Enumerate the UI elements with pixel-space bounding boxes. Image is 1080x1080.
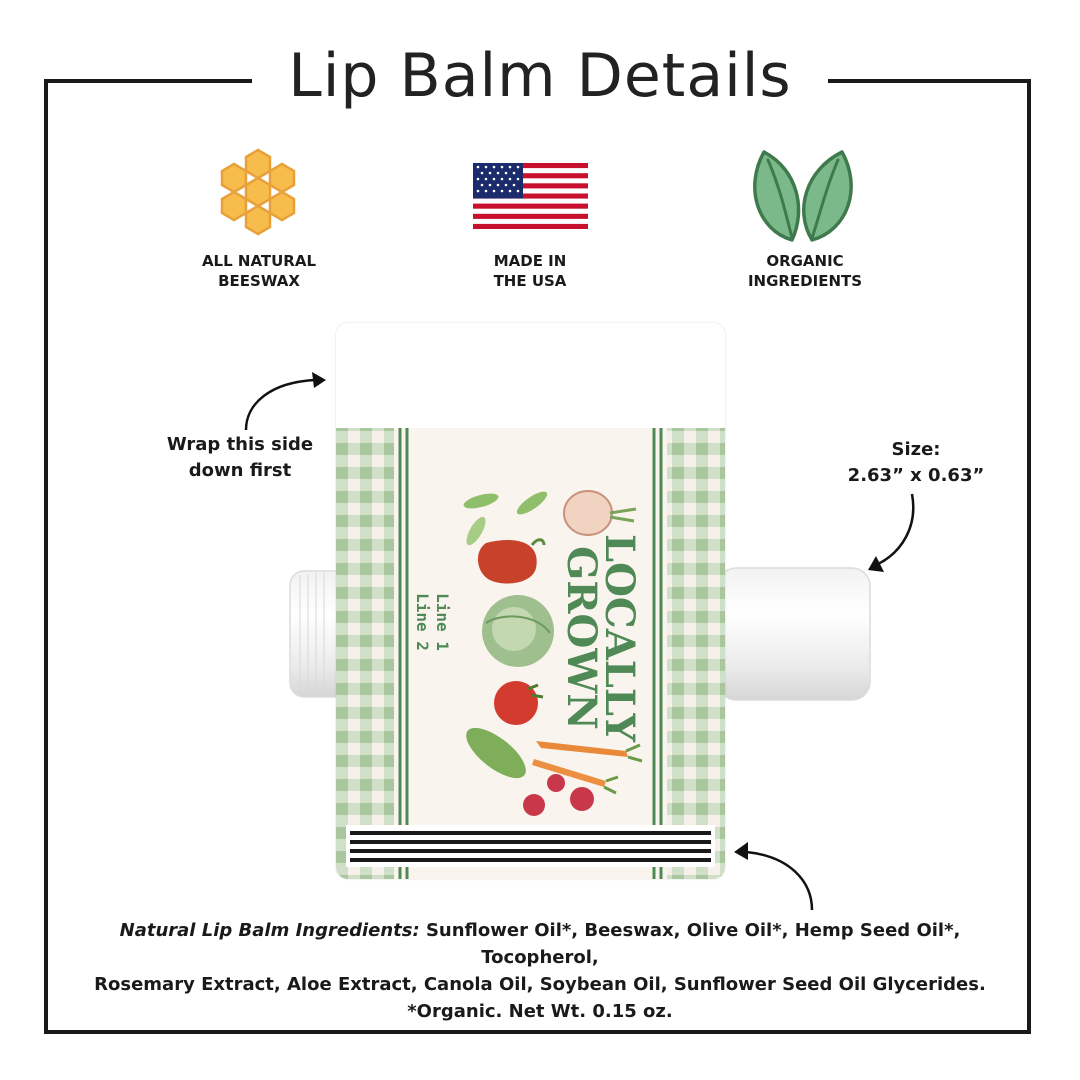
ingredients-line-1: Natural Lip Balm Ingredients: Sunflower … (119, 920, 961, 968)
honeycomb-icon (220, 148, 296, 236)
page-title: Lip Balm Details (252, 38, 828, 114)
usa-flag-icon (473, 163, 588, 229)
feature-label-beeswax: ALL NATURAL BEESWAX (201, 252, 317, 290)
custom-line-1: Line 1 (433, 593, 452, 651)
arrow-wrap-icon (244, 372, 326, 431)
size-info: Size: 2.63” x 0.63” (847, 439, 985, 486)
vegetable-illustrations (463, 490, 643, 816)
feature-label-organic: ORGANIC INGREDIENTS (747, 252, 863, 290)
lip-balm-tube (289, 567, 871, 701)
arrow-stripes-icon (734, 842, 814, 911)
product-label (336, 323, 725, 879)
wrap-instruction: Wrap this side down first (166, 434, 314, 481)
ingredients-text: Natural Lip Balm Ingredients: Sunflower … (60, 917, 1020, 1025)
ingredients-line-2: Rosemary Extract, Aloe Extract, Canola O… (94, 974, 986, 995)
feature-label-usa: MADE IN THE USA (493, 252, 567, 290)
headline-grown: GROWN (558, 546, 605, 730)
ingredients-line-3: *Organic. Net Wt. 0.15 oz. (407, 1001, 673, 1022)
leaf-icon (753, 150, 853, 242)
arrow-size-icon (868, 493, 915, 572)
headline-locally: LOCALLY (596, 533, 643, 743)
custom-line-2: Line 2 (413, 593, 432, 651)
